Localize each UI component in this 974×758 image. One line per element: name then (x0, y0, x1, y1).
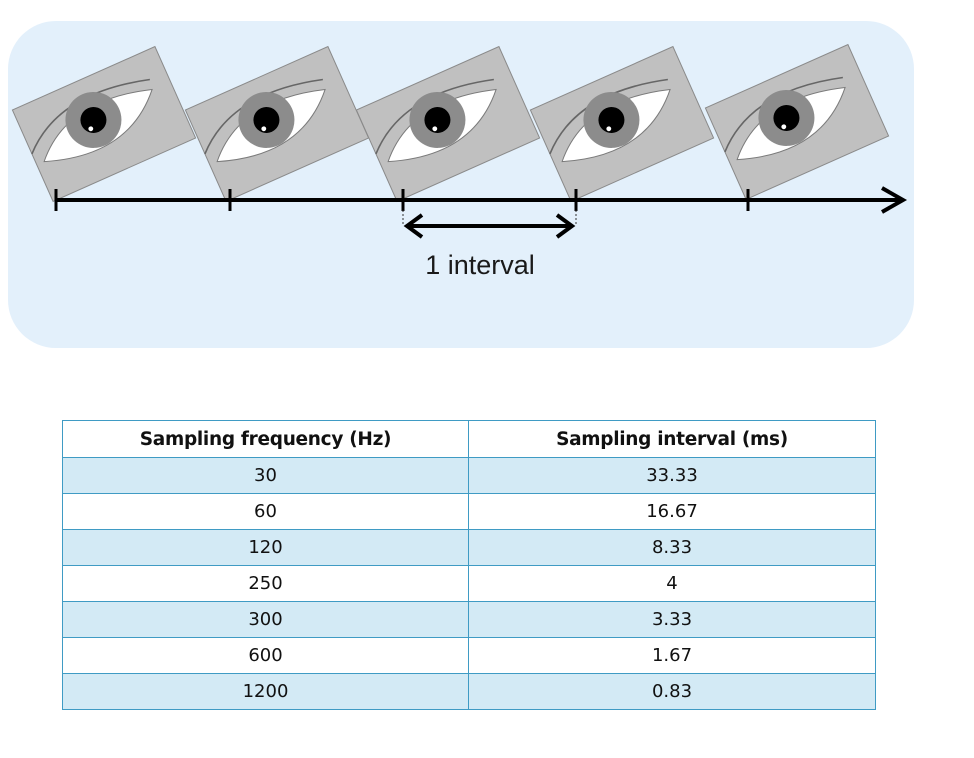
interval-arrow-left-icon (403, 213, 424, 239)
header-frequency: Sampling frequency (Hz) (62, 420, 469, 458)
time-axis (54, 186, 908, 214)
frequency-cell: 300 (62, 601, 469, 638)
interval-cell: 33.33 (468, 457, 876, 494)
interval-cell: 0.83 (468, 673, 876, 710)
sampling-timeline (11, 43, 908, 239)
interval-cell: 4 (468, 565, 876, 602)
header-interval: Sampling interval (ms) (468, 420, 876, 458)
frequency-cell: 30 (62, 457, 469, 494)
eye-icons (11, 43, 890, 203)
interval-cell: 8.33 (468, 529, 876, 566)
interval-label: 1 interval (425, 250, 535, 280)
frequency-cell: 60 (62, 493, 469, 530)
frequency-cell: 1200 (62, 673, 469, 710)
frequency-cell: 600 (62, 637, 469, 674)
interval-cell: 1.67 (468, 637, 876, 674)
eye-icon (355, 45, 541, 203)
frequency-cell: 120 (62, 529, 469, 566)
interval-marker (402, 210, 577, 239)
table-header-row: Sampling frequency (Hz) Sampling interva… (62, 420, 876, 458)
interval-arrow-right-icon (555, 213, 576, 239)
interval-cell: 3.33 (468, 601, 876, 638)
sampling-table: Sampling frequency (Hz) Sampling interva… (62, 420, 876, 710)
eye-icon (11, 45, 197, 203)
eye-icon (529, 45, 715, 203)
eye-icon (704, 43, 890, 201)
interval-cell: 16.67 (468, 493, 876, 530)
axis-arrow-icon (881, 186, 908, 214)
eye-icon (184, 45, 370, 203)
frequency-cell: 250 (62, 565, 469, 602)
